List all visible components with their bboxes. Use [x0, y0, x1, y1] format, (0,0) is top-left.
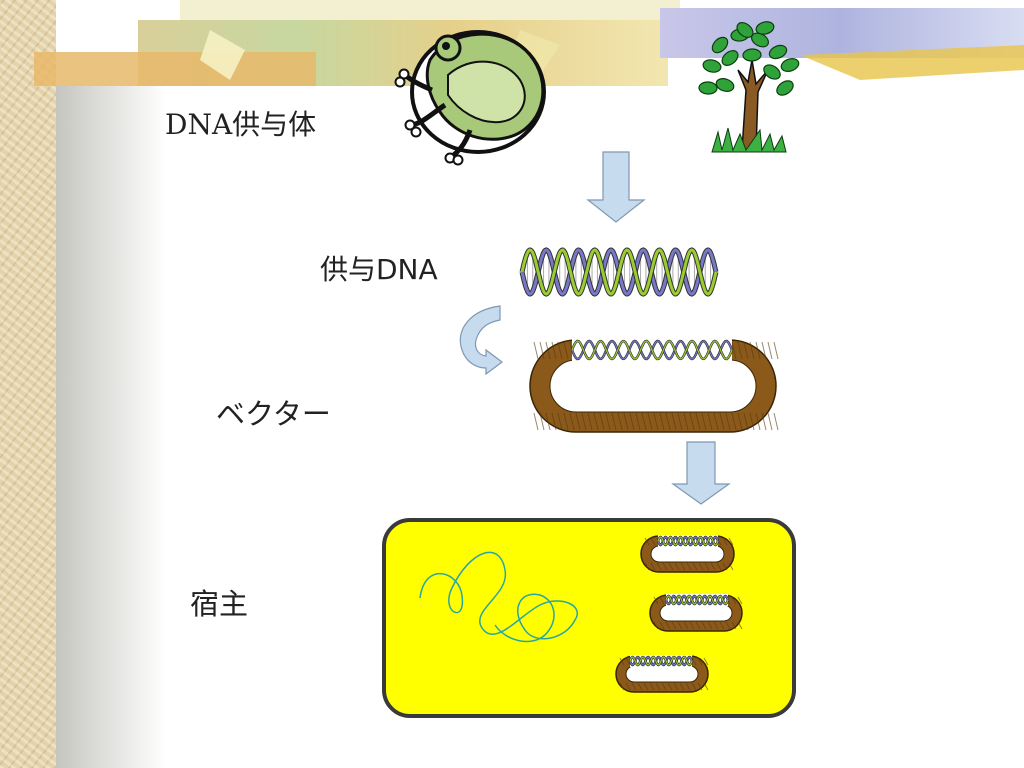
page-shadow — [56, 86, 166, 768]
arrow-down-2 — [671, 441, 731, 505]
donor-dna-label: 供与DNA — [320, 253, 438, 286]
frog-icon — [394, 30, 546, 166]
vector-label: ベクター — [216, 397, 331, 431]
host-plasmid-3 — [615, 655, 709, 693]
plasmid-icon — [529, 339, 779, 433]
curved-arrow — [459, 305, 503, 376]
host-label: 宿主 — [190, 587, 249, 621]
donor-organism-label: DNA供与体 — [165, 108, 317, 141]
host-plasmid-2 — [649, 594, 743, 632]
dna-helix-icon — [519, 247, 719, 297]
host-plasmid-1 — [640, 535, 735, 573]
parchment-border — [0, 0, 56, 768]
tree-icon — [698, 21, 800, 153]
arrow-down-1 — [586, 151, 646, 223]
